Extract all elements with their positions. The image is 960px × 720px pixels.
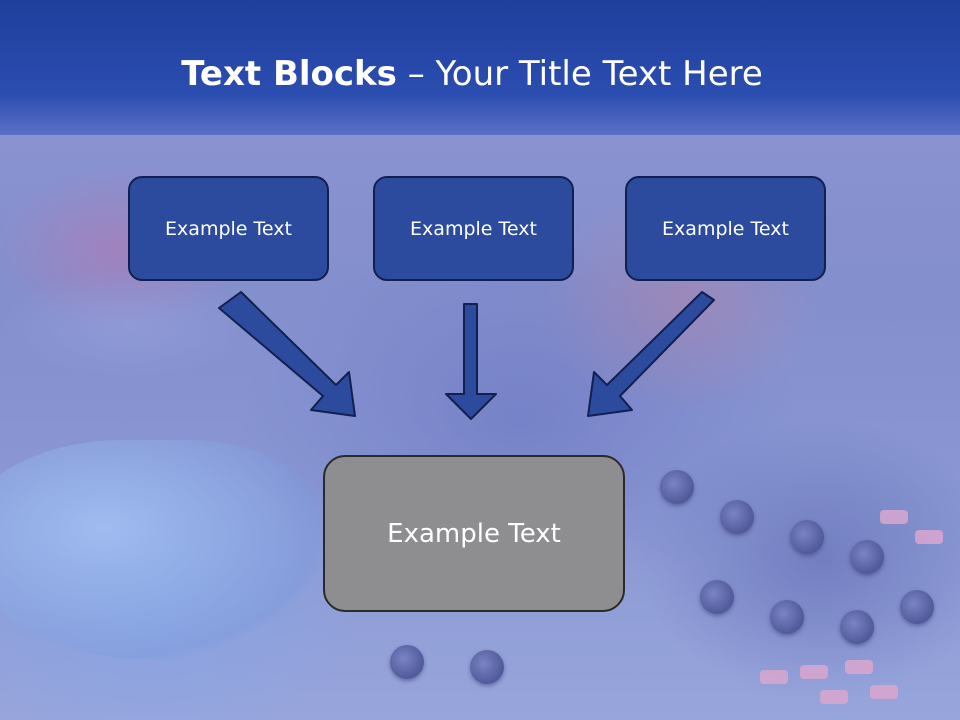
- background-pad: [880, 510, 908, 524]
- background-pad: [800, 665, 828, 679]
- slide-title-dash: –: [396, 54, 436, 94]
- background-pad: [915, 530, 943, 544]
- background-pad: [760, 670, 788, 684]
- text-block-1-label: Example Text: [165, 217, 292, 240]
- title-bar: [0, 0, 960, 135]
- background-knob: [850, 540, 884, 574]
- slide-title-rest: Your Title Text Here: [435, 54, 763, 94]
- background-hand-shape: [0, 440, 320, 660]
- target-text-block[interactable]: Example Text: [323, 455, 625, 612]
- slide-title-bold: Text Blocks: [181, 54, 397, 94]
- background-knob: [770, 600, 804, 634]
- background-knob: [700, 580, 734, 614]
- background-hand-shape: [0, 270, 260, 380]
- background-knob: [720, 500, 754, 534]
- arrow-down-right-icon: [218, 291, 356, 417]
- background-knob: [790, 520, 824, 554]
- background-knob: [470, 650, 504, 684]
- background-knob: [900, 590, 934, 624]
- text-block-2-label: Example Text: [410, 217, 537, 240]
- arrow-down-icon: [445, 303, 497, 420]
- text-block-3-label: Example Text: [662, 217, 789, 240]
- background-pad: [845, 660, 873, 674]
- text-block-1[interactable]: Example Text: [128, 176, 329, 281]
- slide-title: Text Blocks – Your Title Text Here: [0, 52, 944, 96]
- background-pad: [820, 690, 848, 704]
- background-knob: [660, 470, 694, 504]
- target-text-block-label: Example Text: [387, 518, 561, 549]
- background-knob: [840, 610, 874, 644]
- background-knob: [390, 645, 424, 679]
- text-block-3[interactable]: Example Text: [625, 176, 826, 281]
- arrow-down-left-icon: [587, 291, 715, 417]
- background-pad: [870, 685, 898, 699]
- text-block-2[interactable]: Example Text: [373, 176, 574, 281]
